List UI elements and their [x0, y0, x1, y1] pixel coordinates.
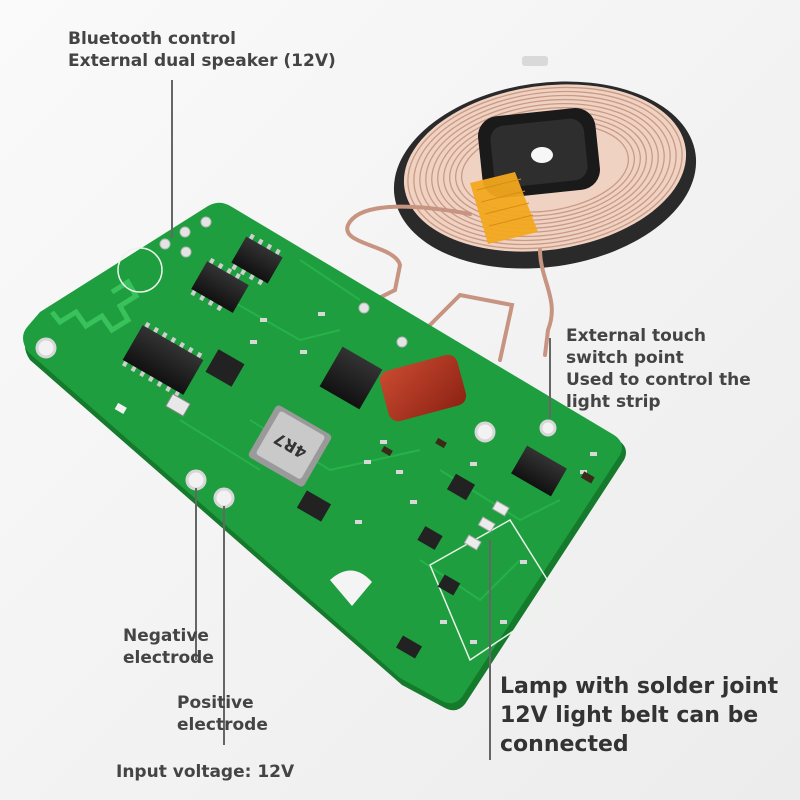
- callout-lamp-line2: 12V light belt can be: [500, 703, 759, 728]
- callout-touch-line2: switch point: [566, 348, 684, 368]
- callout-bluetooth-line1: Bluetooth control: [68, 29, 236, 49]
- callout-lines: [171, 80, 551, 760]
- callout-positive-line1: Positive: [177, 693, 254, 713]
- callout-lamp: Lamp with solder joint 12V light belt ca…: [500, 672, 778, 759]
- inductor: 4R7: [248, 405, 332, 487]
- callout-lamp-line1: Lamp with solder joint: [500, 674, 779, 699]
- mcu-qfn: [319, 346, 383, 410]
- callout-input-voltage: Input voltage: 12V: [116, 761, 294, 783]
- callout-touch-line1: External touch: [566, 326, 707, 346]
- chip-u3: [511, 445, 567, 497]
- callout-positive-line2: electrode: [177, 715, 268, 735]
- charging-coil: [393, 56, 697, 269]
- callout-bluetooth-line2: External dual speaker (12V): [68, 51, 336, 71]
- callout-positive: Positive electrode: [177, 692, 268, 736]
- film-capacitor: [379, 354, 467, 422]
- components: 4R7: [114, 233, 597, 659]
- callout-bluetooth: Bluetooth control External dual speaker …: [68, 28, 336, 72]
- callout-touch-switch: External touch switch point Used to cont…: [566, 325, 751, 413]
- coil-leads: [345, 204, 554, 362]
- callout-negative-line2: electrode: [123, 648, 214, 668]
- callout-touch-line4: light strip: [566, 392, 661, 412]
- bluetooth-module: [121, 321, 204, 398]
- chip-u2: [231, 233, 283, 286]
- chip-u1: [190, 257, 249, 313]
- callout-lamp-line3: connected: [500, 732, 629, 757]
- callout-negative-line1: Negative: [123, 626, 209, 646]
- callout-negative: Negative electrode: [123, 625, 214, 669]
- input-voltage-text: Input voltage: 12V: [116, 762, 295, 782]
- callout-touch-line3: Used to control the: [566, 370, 751, 390]
